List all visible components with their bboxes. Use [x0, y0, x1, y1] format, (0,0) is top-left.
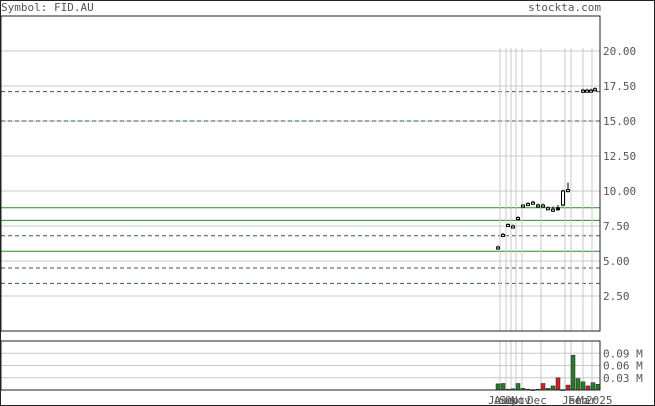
volume-tick-label: 0.09 M	[603, 347, 643, 360]
candle-body	[496, 246, 500, 250]
candle-body	[556, 207, 560, 211]
candle-body	[531, 201, 535, 205]
x-tick-label: Jul	[488, 394, 508, 406]
volume-bar	[575, 378, 581, 391]
candle-body	[536, 204, 540, 208]
candle-body	[541, 204, 545, 208]
x-tick-label: Dec	[527, 394, 547, 406]
grid-layer	[1, 50, 600, 379]
symbol-label: Symbol: FID.AU	[1, 1, 94, 14]
price-tick-label: 5.00	[603, 255, 630, 268]
volume-panel-border	[0, 340, 601, 391]
x-tick-label: Aug	[494, 394, 514, 406]
candle-body	[506, 224, 510, 228]
candle-body	[589, 89, 593, 93]
price-tick-label: 7.50	[603, 220, 630, 233]
volume-bar	[595, 384, 601, 391]
site-link[interactable]: stockta.com	[528, 1, 601, 14]
candle-body	[501, 233, 505, 237]
candle-body	[566, 189, 570, 193]
volume-layer	[495, 355, 601, 391]
candle-body	[581, 89, 585, 93]
labels-layer: 2.50 5.00 7.50 10.00 12.50 15.00 17.50 20.00 0.0…	[488, 45, 643, 406]
candle-body	[585, 89, 589, 93]
candle-body	[593, 88, 597, 92]
candle-body	[546, 207, 550, 211]
x-tick-label: Sep	[499, 394, 519, 406]
volume-bar	[555, 377, 561, 391]
candle-body	[516, 217, 520, 221]
candles-layer	[496, 87, 597, 250]
candle-body	[551, 208, 555, 212]
x-tick-label: Nov	[511, 394, 531, 406]
vertical-grid-layer	[499, 48, 593, 390]
candle-body	[561, 190, 565, 206]
volume-bar	[540, 383, 546, 391]
volume-tick-label: 0.03 M	[603, 372, 643, 385]
volume-bar	[550, 385, 556, 391]
x-tick-label: Jan	[562, 394, 582, 406]
volume-bar	[565, 384, 571, 391]
x-tick-label: Feb	[568, 394, 588, 406]
volume-bar	[580, 381, 586, 391]
candle-body	[521, 204, 525, 208]
price-tick-label: 10.00	[603, 185, 636, 198]
price-tick-label: 20.00	[603, 45, 636, 58]
volume-bar	[515, 383, 521, 391]
volume-bar	[495, 383, 501, 391]
x-tick-label: 2025	[586, 394, 613, 406]
candle-body	[511, 225, 515, 229]
x-tick-label: Mar	[577, 394, 597, 406]
axes-layer	[0, 15, 601, 391]
price-tick-label: 12.50	[603, 150, 636, 163]
price-tick-label: 15.00	[603, 115, 636, 128]
price-tick-label: 2.50	[603, 290, 630, 303]
volume-bar	[500, 383, 506, 391]
levels-layer	[1, 91, 600, 284]
x-tick-label: Oct	[505, 394, 525, 406]
volume-bar	[590, 382, 596, 391]
candle-body	[526, 203, 530, 207]
volume-bar	[570, 355, 576, 391]
volume-tick-label: 0.06 M	[603, 360, 643, 373]
volume-bar	[585, 385, 591, 391]
price-tick-label: 17.50	[603, 80, 636, 93]
price-panel-border	[0, 15, 601, 332]
